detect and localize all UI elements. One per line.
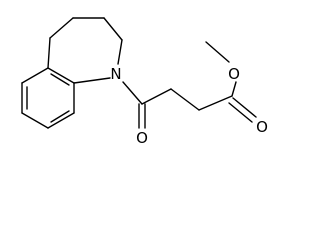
bond-n-carbonyl [122, 81, 143, 105]
bond-benzene-4 [47, 112, 75, 129]
bond-azepine-6 [73, 77, 111, 84]
bond-azepine-4 [103, 17, 123, 41]
bond-o-methyl [205, 41, 230, 63]
atom-label-nitrogen: N [110, 65, 121, 83]
acyl-chain [122, 41, 257, 129]
bond-benzene-6 [47, 67, 75, 84]
bond-benzene-double-3 [50, 73, 70, 86]
bond-chain-2 [170, 88, 200, 111]
bond-ester-co-a [232, 97, 257, 118]
bond-ester-co-b [228, 102, 253, 123]
bond-chain-1 [141, 88, 172, 105]
atom-label-ester-carbonyl-oxygen: O [256, 118, 268, 136]
molecule-structure: N O O O [21, 17, 268, 147]
atom-label-ester-ether-oxygen: O [228, 65, 240, 83]
atom-label-carbonyl-oxygen: O [136, 129, 148, 147]
benzene-ring [21, 67, 75, 129]
bond-ester-o-single [231, 81, 237, 97]
bond-chain-3 [198, 95, 233, 111]
bond-benzene-1 [21, 67, 49, 84]
bond-benzene-3 [21, 112, 49, 129]
bond-azepine-1 [47, 37, 51, 69]
bond-benzene-double-2 [50, 110, 70, 123]
bond-azepine-2 [49, 17, 74, 39]
azepine-ring [47, 17, 123, 84]
bond-azepine-5 [117, 39, 123, 65]
